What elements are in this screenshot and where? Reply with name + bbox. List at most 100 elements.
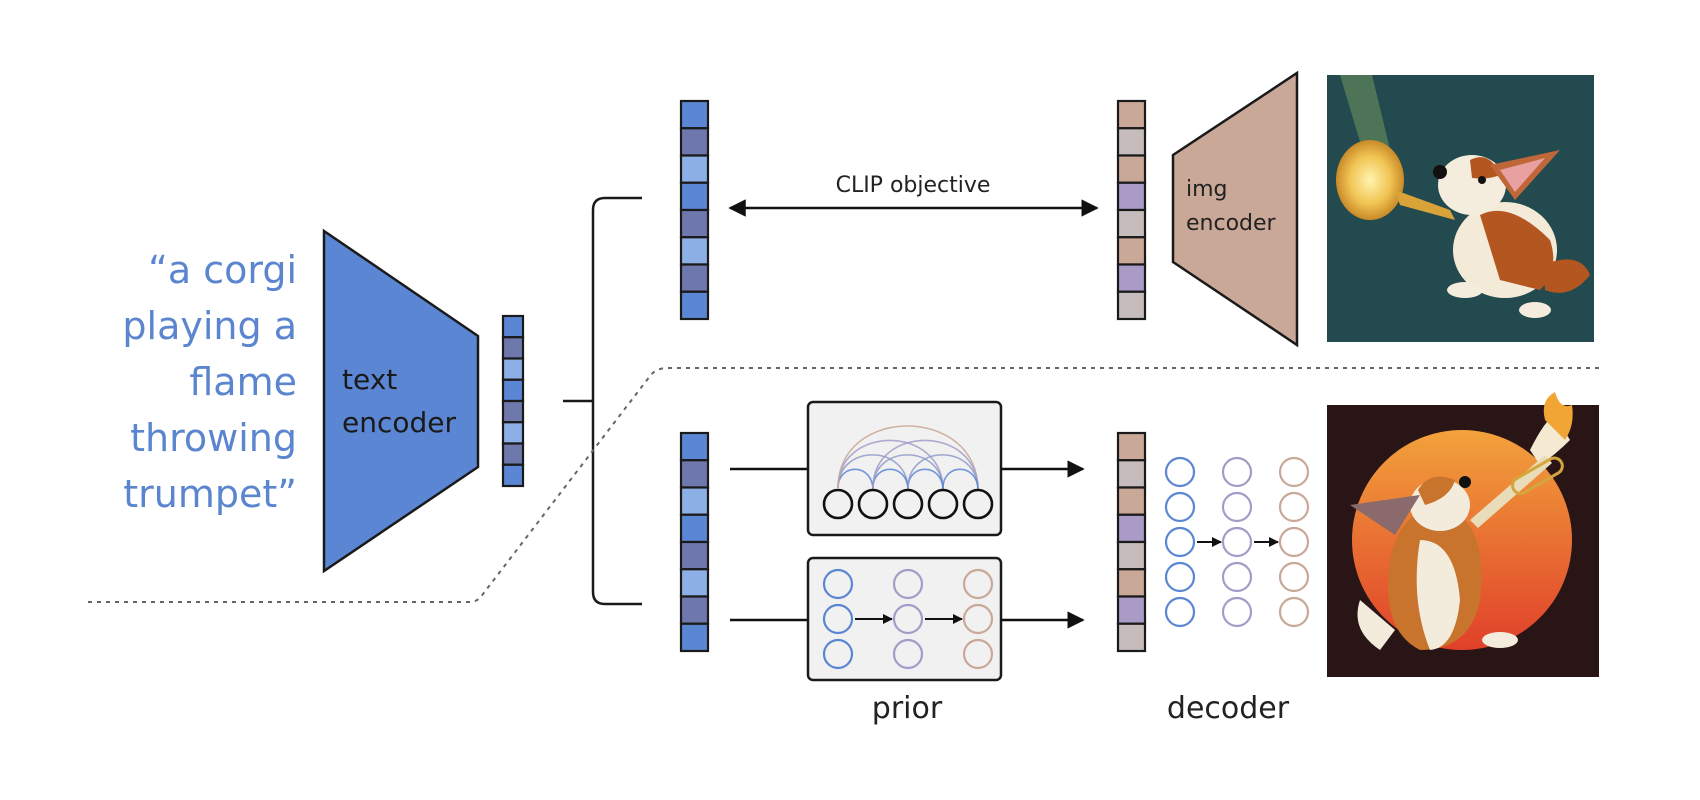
attention-arc: [907, 454, 979, 491]
text-encoder-label: encoder: [342, 406, 456, 439]
corgi-paw: [1447, 282, 1483, 298]
latent-node: [892, 638, 924, 670]
trumpet-tube: [1395, 190, 1455, 220]
token-circle: [927, 488, 959, 520]
generated-image-clip-training: [1327, 75, 1594, 342]
token-circle: [857, 488, 889, 520]
image-encoder-label: img: [1186, 177, 1228, 202]
corgi-ear-inner: [1500, 158, 1545, 192]
corgi-chest: [1416, 540, 1460, 650]
attention-arc: [837, 454, 909, 491]
corgi-eye: [1478, 176, 1486, 184]
latent-node: [1221, 596, 1253, 628]
caption-line: playing a: [122, 304, 297, 348]
diffusion-steps: [822, 568, 994, 670]
latent-node: [1278, 491, 1310, 523]
corgi-ear: [1350, 495, 1420, 535]
bracket-line: [591, 196, 642, 606]
embedding-cell: [501, 463, 525, 488]
attention-arc: [872, 439, 979, 491]
corgi-nose: [1459, 476, 1471, 488]
embedding-cell: [679, 459, 710, 489]
caption-line: “a corgi: [148, 248, 297, 292]
embedding-cell: [679, 290, 710, 321]
latent-node: [1164, 561, 1196, 593]
embedding-cell: [679, 208, 710, 239]
embedding-cell: [679, 540, 710, 571]
image-encoder-label: encoder: [1186, 211, 1277, 236]
latent-node: [1164, 456, 1196, 488]
trumpet-bell-icon: [1336, 140, 1404, 220]
embedding-cell: [501, 378, 525, 403]
embedding-cell: [501, 421, 525, 445]
prior-autoregressive: [730, 400, 1085, 537]
token-circles: [822, 488, 994, 520]
attention-arcs: [837, 425, 979, 491]
latent-node: [1278, 561, 1310, 593]
embedding-cell: [679, 127, 710, 157]
embedding-cell: [1116, 459, 1147, 489]
embedding-cell: [1116, 595, 1147, 625]
decoder-label: decoder: [1167, 691, 1290, 726]
embedding-cell: [1116, 236, 1147, 266]
latent-node: [962, 638, 994, 670]
latent-node: [962, 603, 994, 635]
embedding-cell: [1116, 513, 1147, 544]
flame-icon: [1543, 392, 1573, 440]
text-embedding-vector-prior-input: [679, 431, 710, 653]
text-encoder-shape: [322, 228, 480, 574]
embedding-cell: [679, 236, 710, 266]
corgi-tail: [1357, 600, 1395, 650]
latent-node: [1221, 456, 1253, 488]
prompt-caption: “a corgi playing a flame throwing trumpe…: [122, 248, 297, 516]
prior-label: prior: [872, 691, 943, 726]
corgi-paw: [1519, 302, 1551, 318]
latent-node: [1164, 491, 1196, 523]
embedding-cell: [679, 568, 710, 598]
embedding-cell: [1116, 263, 1147, 293]
embedding-cell: [679, 622, 710, 653]
image-embedding-vector-clip: [1116, 99, 1147, 321]
latent-node: [1278, 456, 1310, 488]
embedding-cell: [679, 263, 710, 293]
corgi-face-patch: [1418, 476, 1455, 505]
clip-objective: CLIP objective: [728, 173, 1099, 217]
latent-node: [1221, 526, 1253, 558]
latent-node: [822, 568, 854, 600]
token-circle: [822, 488, 854, 520]
token-circle: [892, 488, 924, 520]
latent-node: [1278, 596, 1310, 628]
text-encoder: text encoder: [322, 228, 480, 574]
latent-node: [822, 638, 854, 670]
trumpet-slide: [1511, 456, 1564, 496]
embedding-cell: [679, 431, 710, 462]
embedding-cell: [501, 314, 525, 339]
embedding-cell: [1116, 154, 1147, 184]
embedding-cell: [1116, 127, 1147, 157]
prior-box-diffusion: [806, 556, 1003, 682]
corgi-face-patch: [1470, 157, 1500, 179]
embedding-cell: [679, 595, 710, 625]
embedding-cell: [501, 336, 525, 360]
corgi-nose: [1433, 165, 1447, 179]
generated-image-output: [1327, 392, 1599, 677]
decoder-diffusion-steps: [1164, 456, 1310, 628]
embedding-cell: [1116, 181, 1147, 212]
branch-bracket: [563, 196, 642, 606]
latent-node: [962, 568, 994, 600]
embedding-cell: [501, 442, 525, 466]
latent-node: [892, 568, 924, 600]
embedding-cell: [1116, 99, 1147, 130]
embedding-cell: [501, 357, 525, 381]
embedding-cell: [679, 181, 710, 212]
caption-line: throwing: [130, 416, 297, 460]
token-circle: [962, 488, 994, 520]
latent-node: [1278, 526, 1310, 558]
trumpet-tube: [1470, 455, 1552, 528]
embedding-cell: [501, 399, 525, 424]
latent-node: [1221, 561, 1253, 593]
text-embedding-vector: [501, 314, 525, 488]
image-embedding-vector-decoder-input: [1116, 431, 1147, 653]
embedding-cell: [1116, 540, 1147, 571]
